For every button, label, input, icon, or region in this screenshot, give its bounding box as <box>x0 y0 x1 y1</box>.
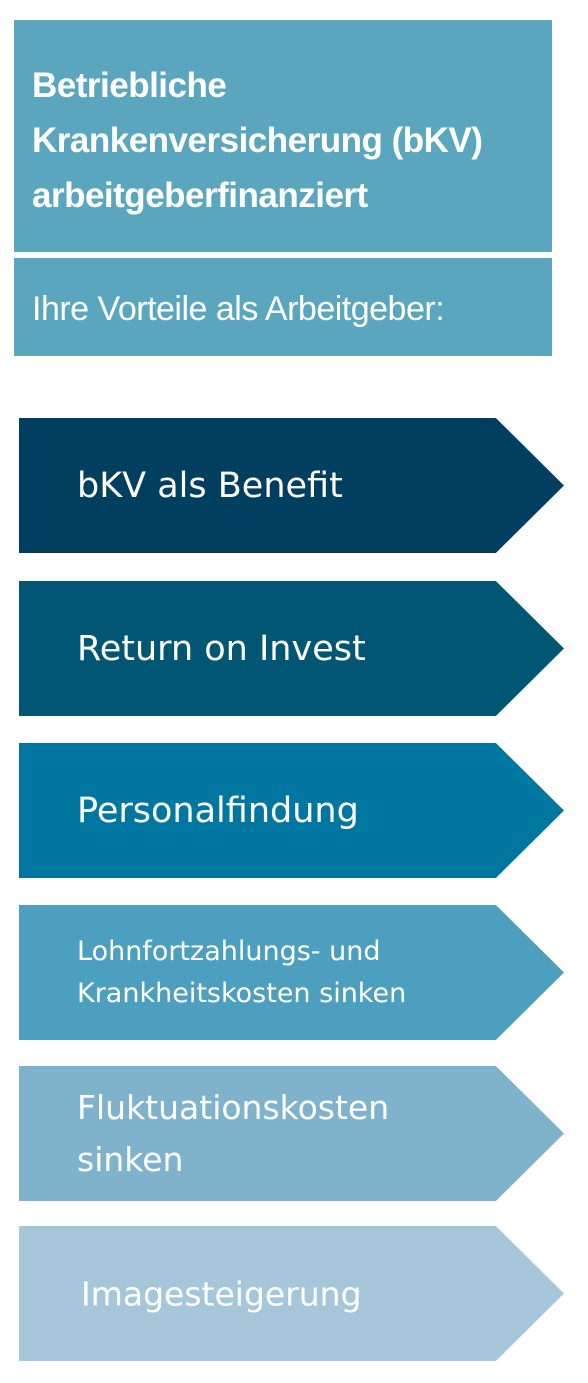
arrow-benefit: bKV als Benefit <box>19 418 564 553</box>
arrow-label: Fluktuationskosten sinken <box>77 1087 390 1179</box>
arrow-personalfindung: Personalfindung <box>19 743 564 878</box>
arrow-lohnfortzahlung: Lohnfortzahlungs- und Krankheitskosten s… <box>19 905 564 1040</box>
header-subtitle-box <box>14 258 552 356</box>
arrow-fluktuation: Fluktuationskosten sinken <box>19 1066 564 1201</box>
arrow-label: Imagesteigerung <box>81 1274 362 1313</box>
header-title-box <box>14 20 552 252</box>
arrow-label: Personalfindung <box>77 790 359 831</box>
arrow-label: Lohnfortzahlungs- und Krankheitskosten s… <box>77 935 407 1009</box>
arrow-label: Return on Invest <box>77 628 366 669</box>
header-subtitle: Ihre Vorteile als Arbeitgeber: <box>32 290 445 328</box>
arrow-label: bKV als Benefit <box>77 465 343 506</box>
arrow-return-on-invest: Return on Invest <box>19 581 564 716</box>
arrow-imagesteigerung: Imagesteigerung <box>19 1226 564 1361</box>
header-title: Betriebliche Krankenversicherung (bKV) a… <box>32 66 483 215</box>
